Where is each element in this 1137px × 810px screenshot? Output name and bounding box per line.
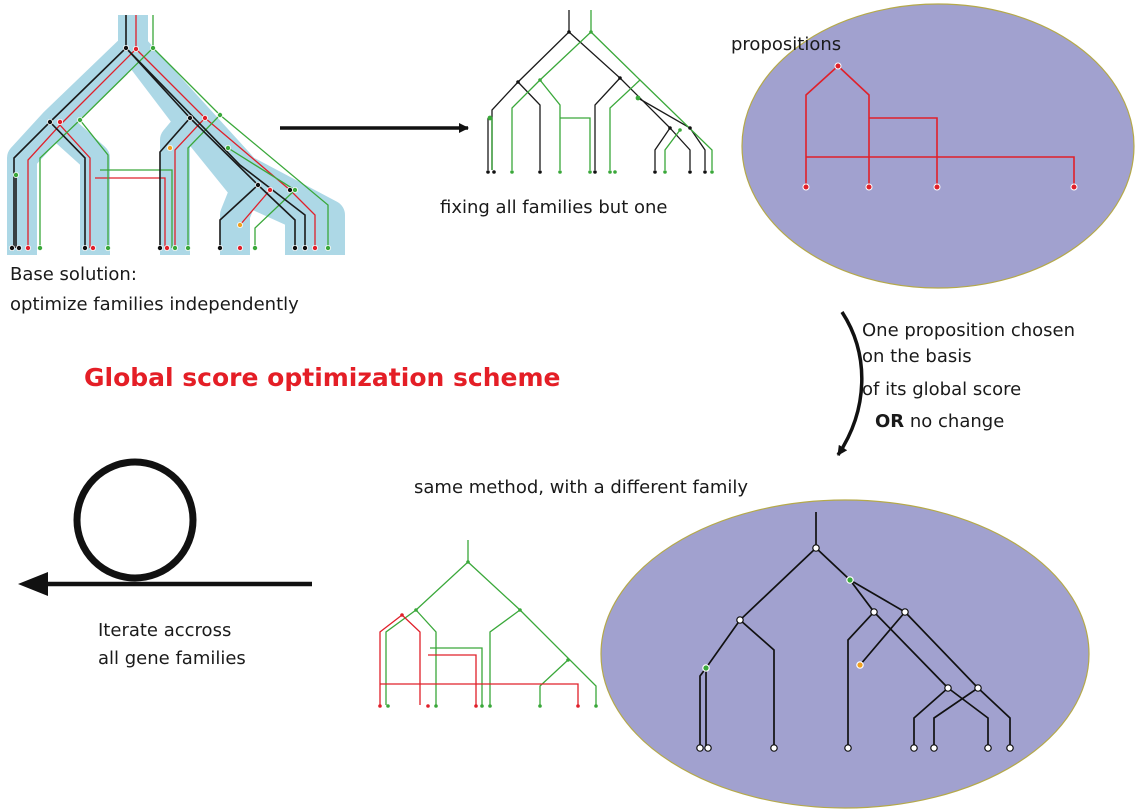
or-keyword: OR <box>875 411 905 432</box>
different-family-ellipse <box>600 499 1090 809</box>
fixing-label: fixing all families but one <box>440 197 668 218</box>
iterate-line-1: Iterate accross <box>98 620 232 641</box>
red-gene-tree <box>27 15 316 248</box>
iterate-line-2: all gene families <box>98 648 246 669</box>
same-method-label: same method, with a different family <box>414 477 749 498</box>
arrow-choose-proposition <box>836 311 864 456</box>
different-family-ellipse-group <box>600 499 1090 809</box>
scheme-title: Global score optimization scheme <box>84 363 561 392</box>
chosen-line-1: One proposition chosen <box>862 320 1076 341</box>
propositions-label: propositions <box>731 34 842 55</box>
iterate-loop <box>18 458 312 596</box>
chosen-line-3: of its global score <box>862 379 1022 400</box>
base-tree-nodes <box>8 45 331 251</box>
small-family-tree <box>378 540 598 708</box>
propositions-ellipse-group <box>741 3 1135 289</box>
base-solution-description: optimize families independently <box>10 294 299 315</box>
fixed-families-tree <box>486 10 714 174</box>
propositions-ellipse <box>741 3 1135 289</box>
base-solution-tree <box>7 15 345 255</box>
chosen-line-2: on the basis <box>862 346 972 367</box>
base-solution-label: Base solution: <box>10 264 137 285</box>
no-change-text: no change <box>904 411 1005 432</box>
fixed-tree-nodes <box>486 30 714 174</box>
chosen-line-4: OR no change <box>875 411 1004 433</box>
